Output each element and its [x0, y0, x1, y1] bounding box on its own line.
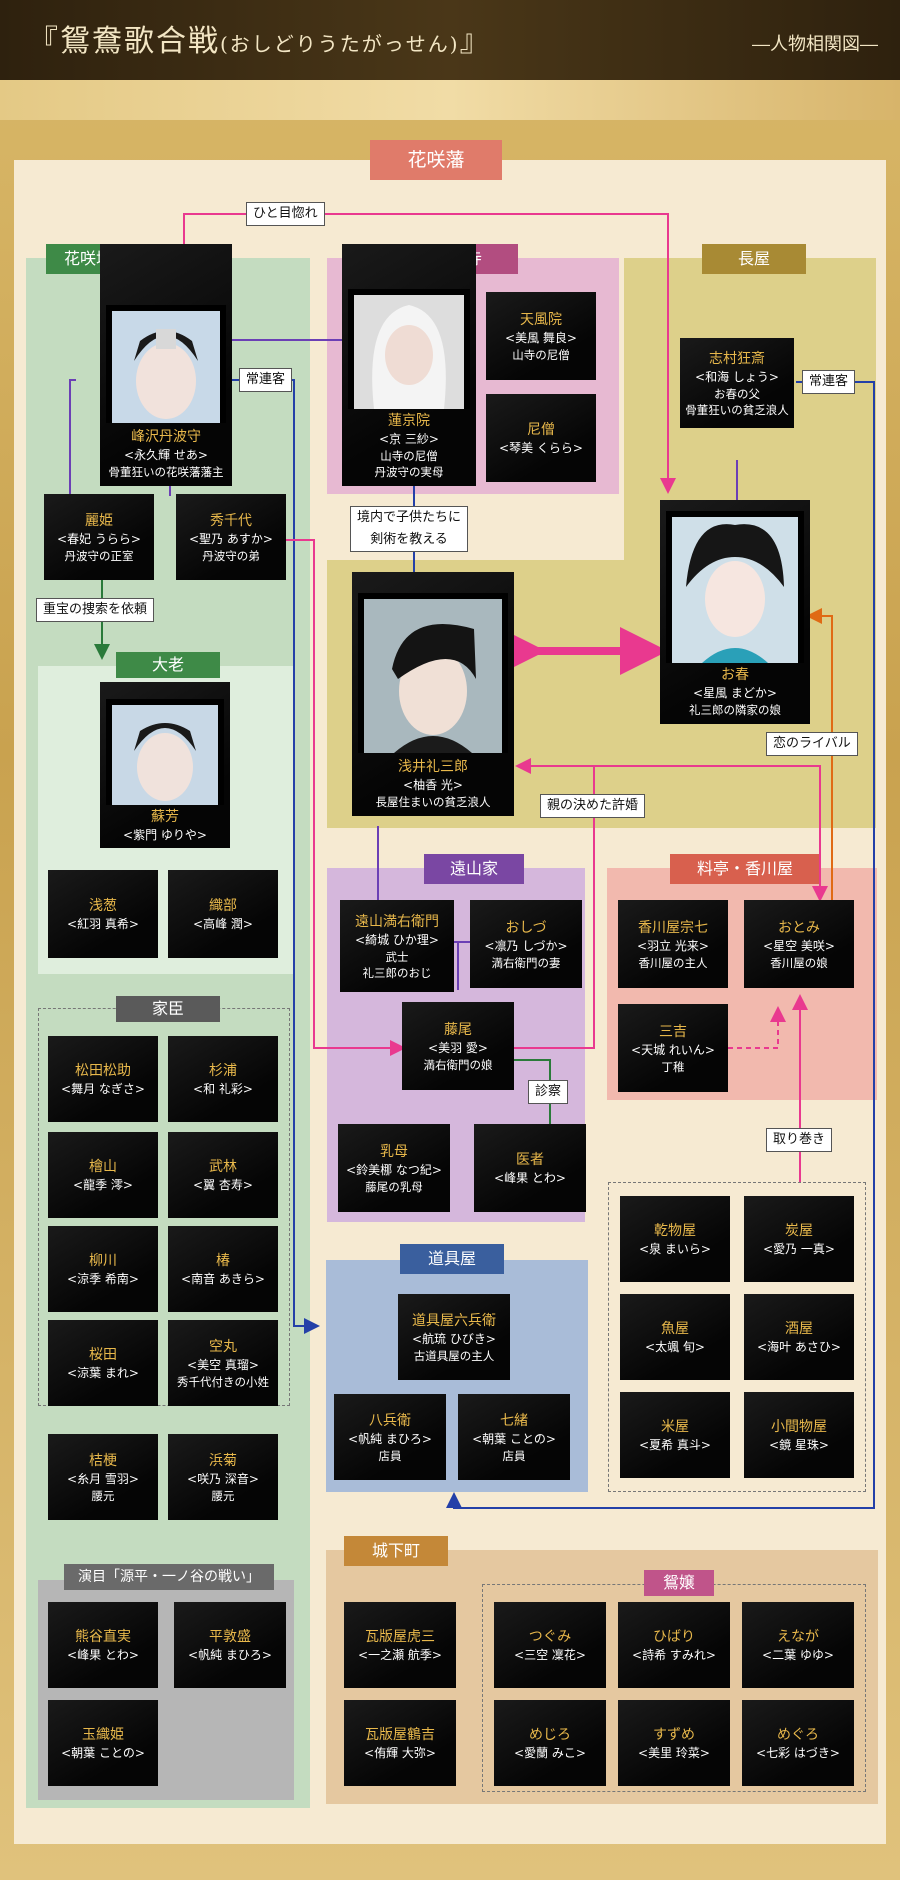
header: 『鴛鴦歌合戦(おしどりうたがっせん)』 ―人物相関図― — [0, 0, 900, 80]
card-reiki: 麗姫<春妃 うらら>丹波守の正室 — [44, 494, 154, 580]
card-tamaorihime: 玉織姫<朝葉 ことの> — [48, 1700, 158, 1786]
card-minesawa: 峰沢丹波守<永久輝 せあ>骨董狂いの花咲藩藩主 — [100, 244, 232, 486]
portrait-icon — [354, 295, 464, 409]
card-nisou: 尼僧<琴美 くらら> — [486, 394, 596, 482]
card-yanagawa: 柳川<涼季 希南> — [48, 1226, 158, 1312]
card-suzume: すずめ<美里 玲菜> — [618, 1700, 730, 1786]
card-kumagai: 熊谷直実<峰果 とわ> — [48, 1602, 158, 1688]
note-shinsatsu: 診察 — [528, 1080, 569, 1104]
card-soho: 蘇芳<紫門 ゆりや> — [100, 682, 230, 848]
line-orange — [806, 608, 833, 900]
label-tooyama: 遠山家 — [424, 854, 524, 884]
label-kagawaya: 料亭・香川屋 — [670, 854, 820, 884]
card-enaga: えなが<二葉 ゆゆ> — [742, 1602, 854, 1688]
line-hitomebore — [183, 213, 676, 494]
portrait-icon — [364, 599, 502, 753]
portrait-icon — [112, 311, 220, 423]
label-engeki: 演目「源平・一ノ谷の戦い」 — [64, 1564, 274, 1590]
note-hitomebore: ひと目惚れ — [246, 202, 325, 226]
card-sankichi: 三吉<天城 れいん>丁稚 — [618, 1004, 728, 1092]
card-hibari: ひばり<詩希 すみれ> — [618, 1602, 730, 1688]
diagram-canvas: 花咲藩 花咲城 山寺 長屋 大老 家臣 遠山家 料亭・香川屋 道具屋 城下町 鴛… — [14, 140, 886, 1844]
label-kashin: 家臣 — [116, 996, 220, 1022]
card-taira: 平敦盛<帆純 まひろ> — [174, 1602, 286, 1688]
label-nagaya: 長屋 — [702, 244, 806, 274]
card-kawara-k: 瓦版屋鶴吉<侑輝 大弥> — [344, 1700, 456, 1786]
card-uba: 乳母<鈴美梛 なつ紀>藤尾の乳母 — [338, 1124, 450, 1212]
card-sugiura: 杉浦<和 礼彩> — [168, 1036, 278, 1122]
note-sosaku: 重宝の捜索を依頼 — [36, 598, 155, 622]
portrait-minesawa — [106, 305, 226, 423]
card-tooyama-m: 遠山満右衛門<綺城 ひか理>武士礼三郎のおじ — [340, 900, 454, 992]
note-iinazuke: 親の決めた許婚 — [540, 794, 646, 818]
label-hanasaki-han: 花咲藩 — [370, 140, 502, 180]
card-tsugumi: つぐみ<三空 凜花> — [494, 1602, 606, 1688]
label-tairo: 大老 — [116, 652, 220, 678]
gold-band — [0, 80, 900, 120]
card-tsubaki: 椿<南音 あきら> — [168, 1226, 278, 1312]
card-komamono: 小間物屋<鏡 星珠> — [744, 1392, 854, 1478]
card-otomi: おとみ<星空 美咲>香川屋の娘 — [744, 900, 854, 988]
note-kenjutsu: 境内で子供たちに剣術を教える — [350, 506, 469, 552]
portrait-icon — [672, 517, 798, 663]
card-kawara-t: 瓦版屋虎三<一之瀬 航季> — [344, 1602, 456, 1688]
page-title: 『鴛鴦歌合戦(おしどりうたがっせん)』 — [28, 24, 492, 59]
card-tenpuin: 天風院<美風 舞良>山寺の尼僧 — [486, 292, 596, 380]
card-kikyo: 桔梗<糸月 雪羽>腰元 — [48, 1434, 158, 1520]
portrait-icon — [112, 705, 218, 805]
card-kagawa-s: 香川屋宗七<羽立 光来>香川屋の主人 — [618, 900, 728, 988]
card-shimura: 志村狂斎<和海 しょう>お春の父骨董狂いの貧乏浪人 — [680, 338, 794, 428]
label-dogu: 道具屋 — [400, 1244, 504, 1274]
card-sakaya: 酒屋<海叶 あさひ> — [744, 1294, 854, 1380]
note-torimaki: 取り巻き — [766, 1128, 833, 1152]
card-takebayashi: 武林<翼 杏寿> — [168, 1132, 278, 1218]
card-hiyama: 檜山<龍季 澪> — [48, 1132, 158, 1218]
card-uoya: 魚屋<太颯 旬> — [620, 1294, 730, 1380]
note-koi-rival: 恋のライバル — [766, 732, 858, 756]
card-meguro: めぐろ<七彩 はづき> — [742, 1700, 854, 1786]
label-oshidori: 鴛嬢 — [644, 1570, 714, 1596]
card-shichio: 七緒<朝葉 ことの>店員 — [458, 1394, 570, 1480]
merchants-dashed-border — [608, 1182, 866, 1492]
card-matsuda: 松田松助<舞月 なぎさ> — [48, 1036, 158, 1122]
card-mejiro: めじろ<愛蘭 みこ> — [494, 1700, 606, 1786]
card-dogu-r: 道具屋六兵衛<航琉 ひびき>古道具屋の主人 — [398, 1294, 510, 1380]
portrait-oharu — [666, 511, 804, 663]
card-hamagiku: 浜菊<咲乃 深音>腰元 — [168, 1434, 278, 1520]
label-joka: 城下町 — [344, 1536, 448, 1566]
card-himonoya: 乾物屋<泉 まいら> — [620, 1196, 730, 1282]
card-fujio: 藤尾<美羽 愛>満右衛門の娘 — [402, 1002, 514, 1090]
line-koi-rival — [519, 765, 828, 902]
portrait-asai — [358, 593, 508, 753]
card-oribe: 織部<高峰 潤> — [168, 870, 278, 958]
card-rengein: 蓮京院<京 三紗>山寺の尼僧丹波守の実母 — [342, 244, 476, 486]
card-asai: 浅井礼三郎<柚香 光>長屋住まいの貧乏浪人 — [352, 572, 514, 816]
card-hachibe: 八兵衛<帆純 まひろ>店員 — [334, 1394, 446, 1480]
portrait-soho — [106, 699, 224, 805]
card-sakurada: 桜田<涼葉 まれ> — [48, 1320, 158, 1406]
card-hidechiyo: 秀千代<聖乃 あすか>丹波守の弟 — [176, 494, 286, 580]
card-soramaru: 空丸<美空 真瑠>秀千代付きの小姓 — [168, 1320, 278, 1406]
line-sankichi — [728, 1006, 786, 1049]
card-sumiya: 炭屋<愛乃 一真> — [744, 1196, 854, 1282]
line-tooyama-family — [377, 826, 470, 990]
portrait-rengein — [348, 289, 470, 409]
card-oshizu: おしづ<凛乃 しづか>満右衛門の妻 — [470, 900, 582, 988]
note-joren-2: 常連客 — [802, 370, 856, 394]
card-asagi: 浅葱<紅羽 真希> — [48, 870, 158, 958]
card-oharu: お春<星風 まどか>礼三郎の隣家の娘 — [660, 500, 810, 724]
card-komeya: 米屋<夏希 真斗> — [620, 1392, 730, 1478]
page-subtitle: ―人物相関図― — [752, 34, 878, 55]
card-isha: 医者<峰果 とわ> — [474, 1124, 586, 1212]
note-joren-1: 常連客 — [239, 368, 293, 392]
